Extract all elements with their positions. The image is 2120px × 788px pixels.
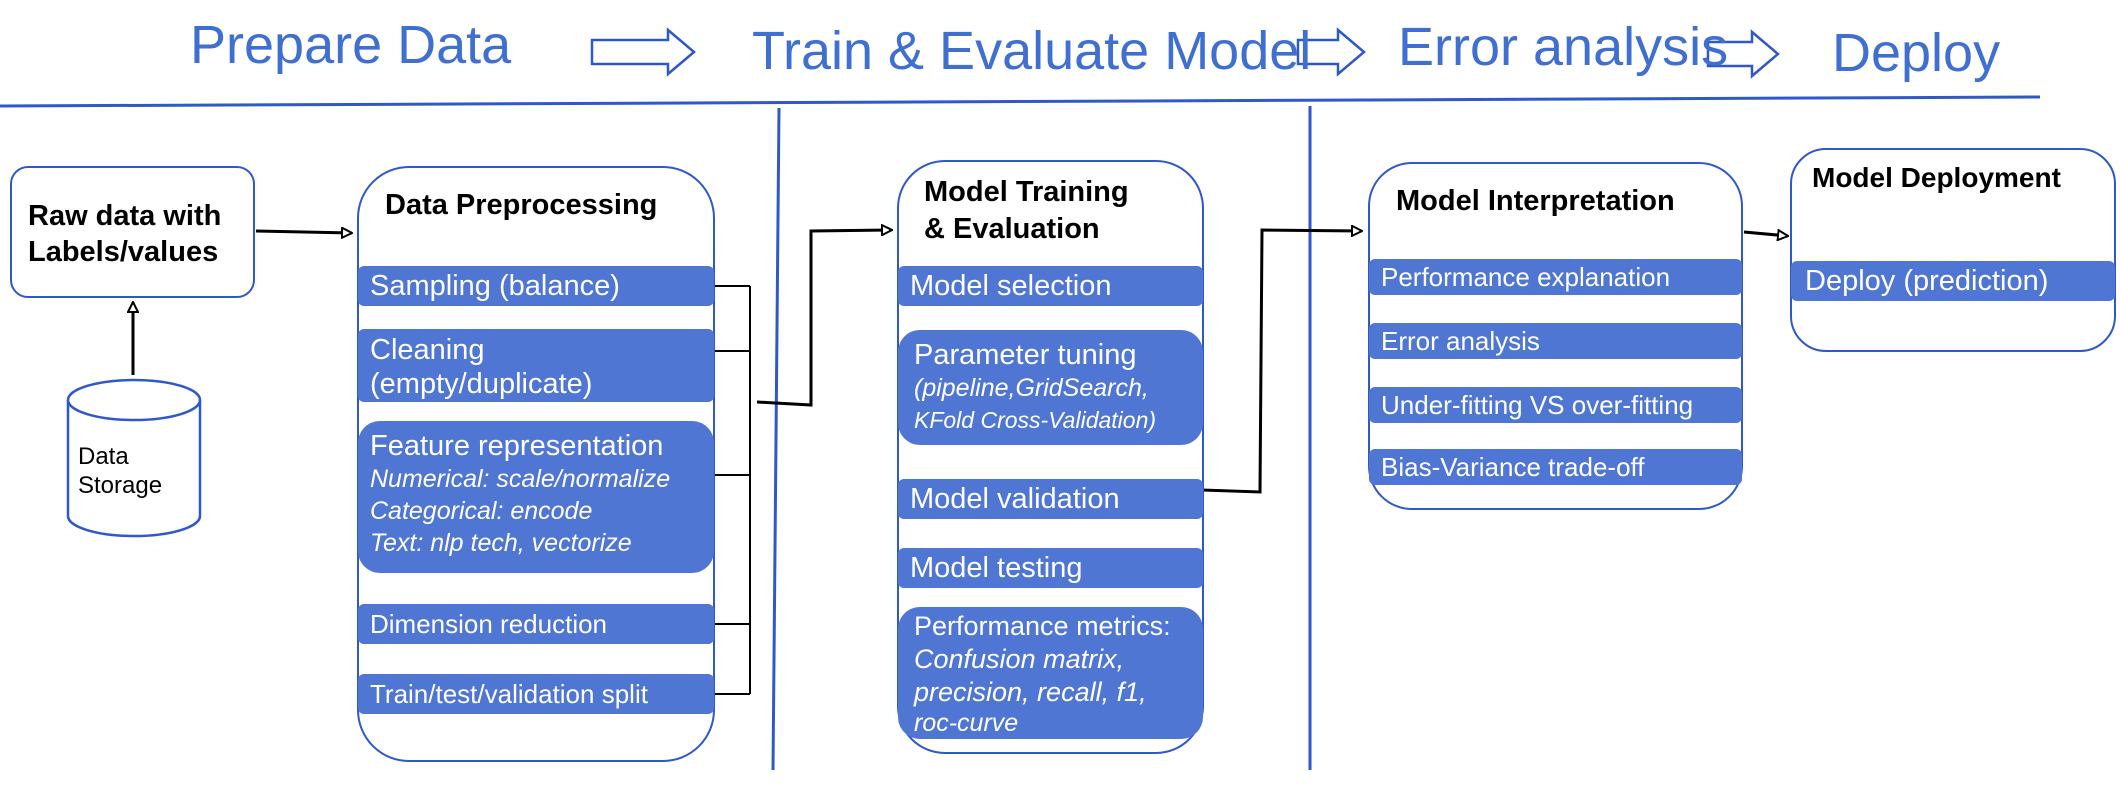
header-divider [0,95,2041,108]
preprocessing-title: Data Preprocessing [385,189,658,221]
feature-title: Feature representation [370,430,664,462]
storage-cylinder-shape [66,378,202,538]
tuning-line2: KFold Cross-Validation) [914,407,1157,433]
deployment-title: Model Deployment [1812,162,2061,193]
storage-label-2: Storage [78,472,163,499]
section-divider-1 [771,107,781,771]
metrics-line3: roc-curve [914,709,1019,737]
stage-error-analysis: Error analysis [1398,17,1729,77]
feature-categorical: Categorical: encode [370,497,593,525]
bar-performance-metrics: Performance metrics: Confusion matrix, p… [898,607,1203,739]
storage-label-1: Data [78,443,129,470]
bar-bias-variance: Bias-Variance trade-off [1369,449,1742,485]
metrics-line2: precision, recall, f1, [914,677,1147,707]
stage-arrow-1 [590,27,696,77]
raw-data-box [10,166,255,298]
bar-error-analysis: Error analysis [1369,323,1742,359]
bar-under-over-fitting: Under-fitting VS over-fitting [1369,387,1742,423]
bar-train-test-split: Train/test/validation split [358,674,714,714]
bar-model-validation: Model validation [898,479,1203,519]
bar-model-selection: Model selection [898,266,1203,306]
raw-data-title: Raw data with Labels/values [28,200,222,268]
arrow-interp-to-deploy [1743,232,1788,236]
prep-bracket [714,285,751,695]
bar-dimension-reduction: Dimension reduction [358,604,714,644]
arrow-prep-to-train [756,230,892,407]
metrics-title: Performance metrics: [914,611,1171,641]
bar-parameter-tuning: Parameter tuning (pipeline,GridSearch, K… [898,330,1203,445]
bar-sampling: Sampling (balance) [358,266,714,306]
bar-deploy-prediction: Deploy (prediction) [1791,261,2115,301]
tuning-title: Parameter tuning [914,339,1137,371]
stage-train-evaluate: Train & Evaluate Model [752,21,1312,81]
interpretation-title: Model Interpretation [1396,185,1675,217]
bar-feature-representation: Feature representation Numerical: scale/… [358,421,714,573]
stage-arrow-2 [1296,27,1366,77]
arrow-raw-to-prep [255,231,352,233]
training-title-1: Model Training [924,176,1129,208]
stage-prepare-data: Prepare Data [190,15,512,75]
bar-model-testing: Model testing [898,548,1203,588]
arrow-train-to-interp [1201,230,1362,494]
tuning-line1: (pipeline,GridSearch, [914,374,1149,402]
feature-numerical: Numerical: scale/normalize [370,465,671,493]
feature-text: Text: nlp tech, vectorize [370,529,632,557]
bar-cleaning-line1: Cleaning [370,334,485,366]
metrics-line1: Confusion matrix, [914,644,1125,674]
deployment-box [1790,148,2116,352]
training-title-2: & Evaluation [924,213,1100,245]
stage-arrow-3 [1706,29,1780,79]
bar-cleaning-line2: (empty/duplicate) [370,368,593,400]
bar-cleaning: Cleaning (empty/duplicate) [358,329,714,402]
bar-performance-explanation: Performance explanation [1369,259,1742,295]
stage-deploy: Deploy [1832,23,2001,83]
